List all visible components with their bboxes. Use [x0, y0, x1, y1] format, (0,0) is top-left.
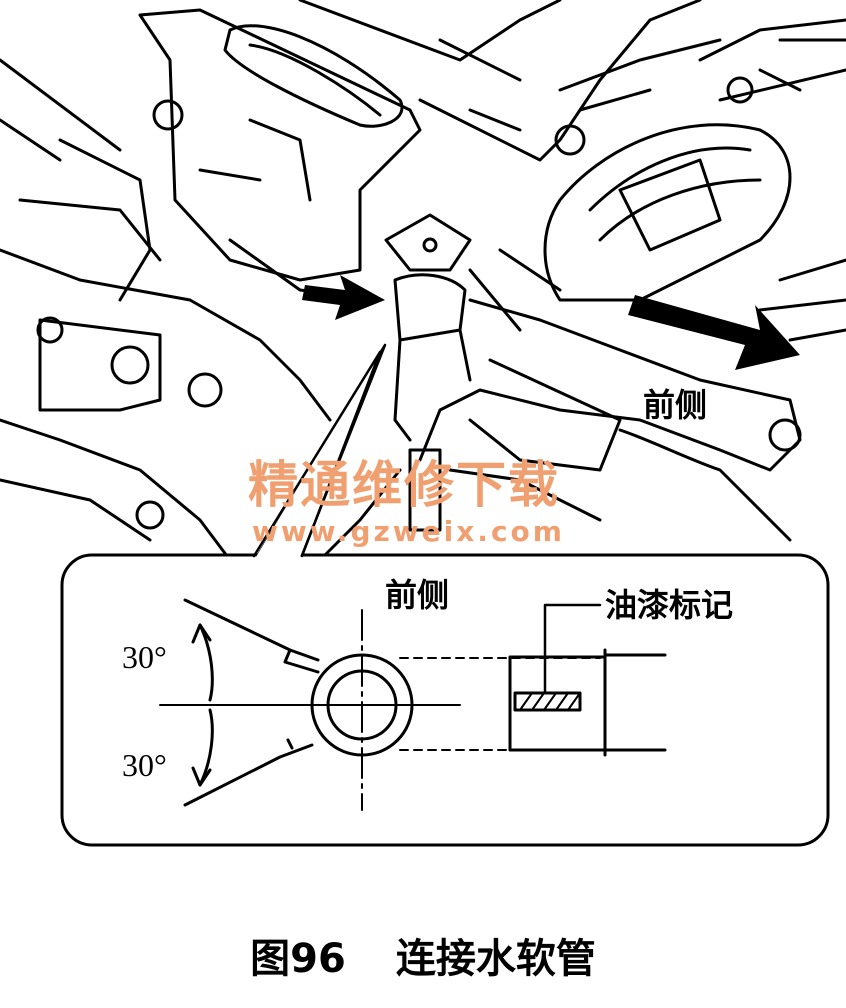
figure-number: 图96 [250, 936, 346, 982]
figure-title: 连接水软管 [395, 936, 596, 982]
arrow-front-direction [628, 295, 800, 370]
direction-arrows [302, 275, 800, 370]
detail-inset-drawing [159, 598, 667, 811]
hose-inner-ring [326, 669, 398, 741]
front-side-label-main: 前侧 [643, 386, 708, 424]
detail-inset-frame [60, 553, 830, 847]
paint-mark-leader [543, 603, 602, 695]
angle-label-lower: 30° [122, 747, 167, 783]
angle-label-upper: 30° [122, 639, 167, 675]
hose-outer-ring [310, 653, 414, 757]
watermark-title: 精通维修下载 [248, 456, 560, 514]
paint-mark-label: 油漆标记 [605, 586, 734, 624]
watermark-url: www.gzweix.com [252, 515, 565, 548]
engine-background-linework [0, 0, 846, 562]
front-side-label-inset: 前侧 [385, 576, 450, 614]
paint-mark-strip [513, 691, 582, 712]
arrow-hose-pointer [302, 275, 385, 320]
figure-caption: 图96 连接水软管 [0, 935, 846, 983]
